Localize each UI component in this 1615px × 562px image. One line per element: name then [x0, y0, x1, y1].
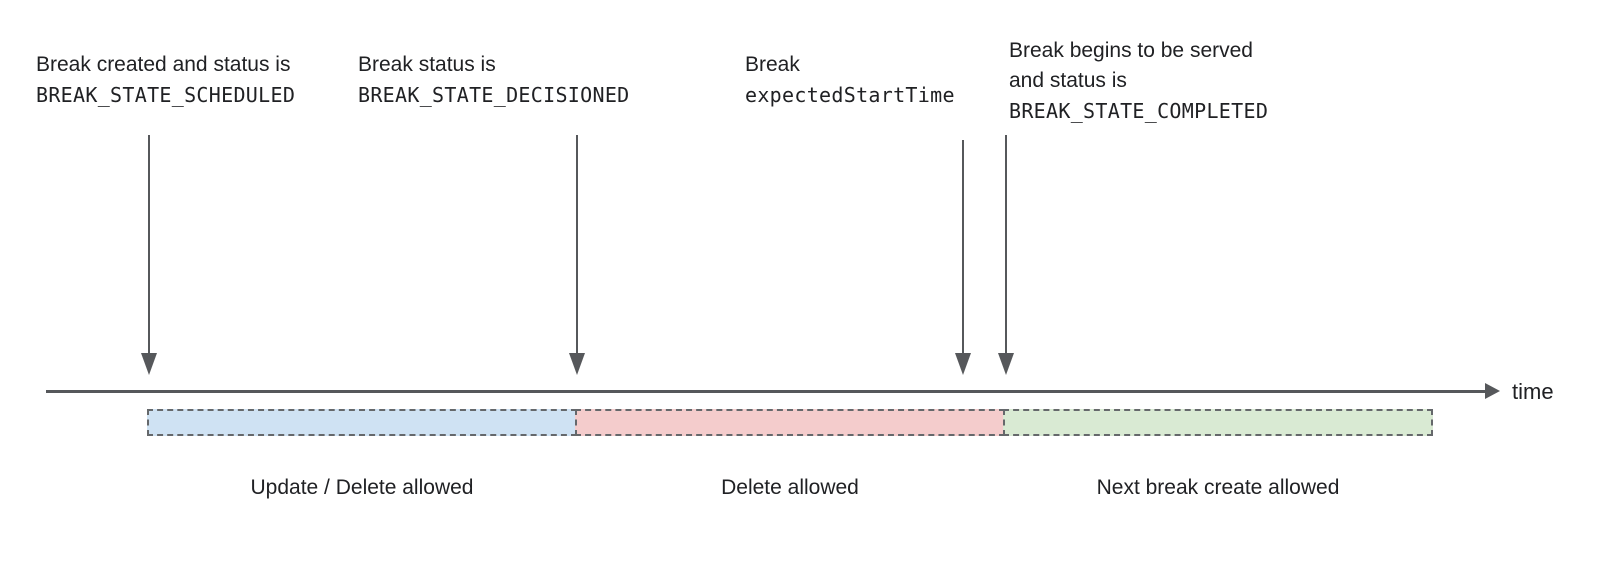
- segment-delete-allowed: [575, 409, 1005, 436]
- annotation-text: Break created and status is: [36, 53, 291, 76]
- arrow-shaft: [148, 135, 150, 355]
- arrow-shaft: [1005, 135, 1007, 355]
- annotation-expected-start-time: Break expectedStartTime: [745, 50, 955, 110]
- arrow-head-down-icon: [955, 353, 971, 375]
- arrow-head-down-icon: [998, 353, 1014, 375]
- annotation-break-created: Break created and status is BREAK_STATE_…: [36, 50, 295, 110]
- annotation-code: BREAK_STATE_DECISIONED: [358, 83, 630, 107]
- timeline-arrow-right-icon: [1485, 383, 1500, 399]
- arrow-shaft: [962, 140, 964, 355]
- annotation-text: Break: [745, 53, 800, 76]
- segment-label-delete: Delete allowed: [721, 476, 859, 499]
- annotation-code: expectedStartTime: [745, 83, 955, 107]
- segment-update-delete-allowed: [147, 409, 577, 436]
- annotation-break-decisioned: Break status is BREAK_STATE_DECISIONED: [358, 50, 630, 110]
- event-arrow-completed-icon: [998, 135, 1014, 375]
- segment-label-update-delete: Update / Delete allowed: [250, 476, 474, 499]
- annotation-break-completed: Break begins to be served and status is …: [1009, 36, 1268, 126]
- annotation-text: Break begins to be served: [1009, 39, 1253, 62]
- annotation-text: and status is: [1009, 69, 1127, 92]
- event-arrow-decisioned-icon: [569, 135, 585, 375]
- timeline-axis-label: time: [1512, 379, 1554, 404]
- timeline-axis: [46, 390, 1488, 393]
- segment-label-next-break-create: Next break create allowed: [1096, 476, 1340, 499]
- event-arrow-scheduled-icon: [141, 135, 157, 375]
- arrow-head-down-icon: [141, 353, 157, 375]
- arrow-shaft: [576, 135, 578, 355]
- annotation-code: BREAK_STATE_COMPLETED: [1009, 99, 1269, 123]
- annotation-code: BREAK_STATE_SCHEDULED: [36, 83, 296, 107]
- segment-next-break-create-allowed: [1003, 409, 1433, 436]
- annotation-text: Break status is: [358, 53, 496, 76]
- arrow-head-down-icon: [569, 353, 585, 375]
- event-arrow-expected-start-icon: [955, 140, 971, 375]
